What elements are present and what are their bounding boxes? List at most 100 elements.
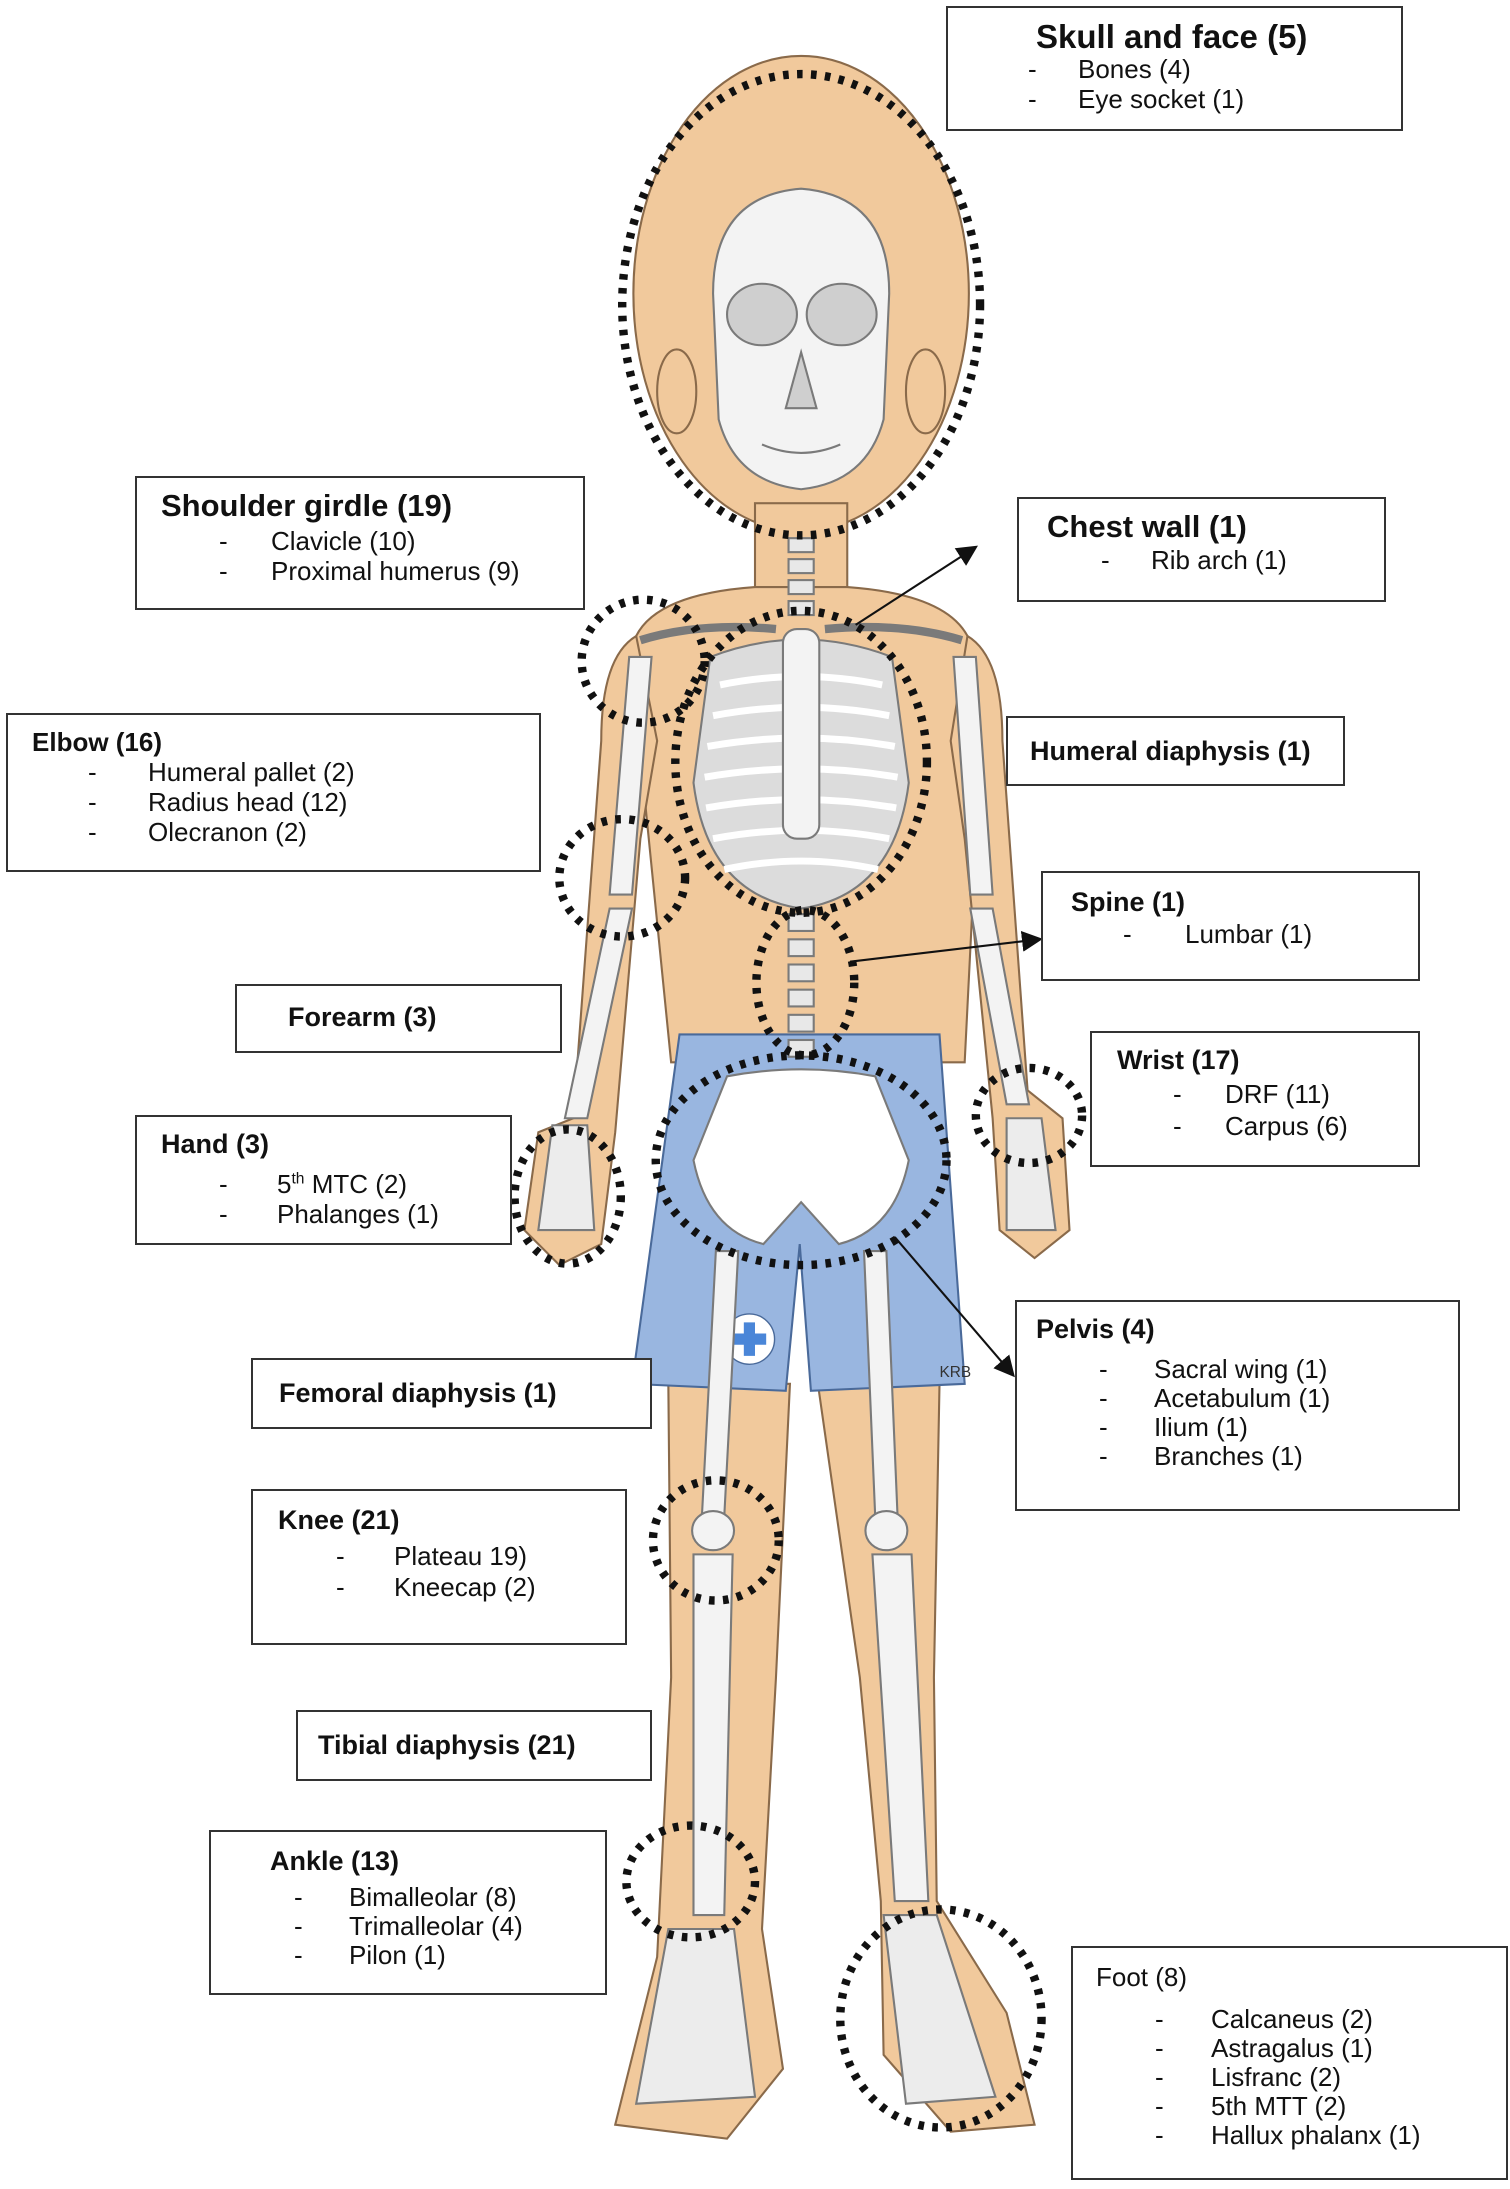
wrist-title: Wrist (17) (1117, 1045, 1240, 1075)
knee-highlight (648, 1476, 783, 1605)
right-forearm-bones (969, 907, 1031, 1106)
list-item: -Proximal humerus (9) (219, 556, 520, 586)
right-foot-bones (882, 1913, 997, 2105)
chest-wall-title: Chest wall (1) (1047, 509, 1247, 544)
left-eye-socket (725, 282, 798, 347)
list-item: -Lisfranc (2) (1155, 2062, 1342, 2092)
pelvis-list: -Sacral wing (1) -Acetabulum (1) -Ilium … (1099, 1354, 1331, 1471)
right-patella (864, 1510, 909, 1552)
right-hand-bones (1005, 1117, 1057, 1232)
left-ear (656, 348, 698, 435)
spine-title: Spine (1) (1071, 887, 1186, 917)
spine-label-box: Spine (1) -Lumbar (1) (1041, 871, 1420, 981)
nasal-cavity (784, 348, 818, 410)
ankle-title: Ankle (13) (270, 1846, 400, 1876)
knee-list: -Plateau 19) -Kneecap (2) (336, 1541, 536, 1603)
right-clavicle (824, 622, 964, 645)
hand-label-box: Hand (3) -5th MTC (2) -Phalanges (1) (135, 1115, 512, 1245)
list-item: -Bones (4) (1028, 54, 1191, 84)
teeth (761, 443, 841, 454)
tibial-diaphysis-title: Tibial diaphysis (21) (318, 1730, 576, 1760)
list-item: -Phalanges (1) (219, 1199, 439, 1229)
list-item: -Clavicle (10) (219, 526, 416, 556)
list-item: -Carpus (6) (1173, 1111, 1348, 1141)
knee-title: Knee (21) (278, 1505, 400, 1535)
shoulder-girdle-label-box: Shoulder girdle (19) -Clavicle (10) -Pro… (135, 476, 585, 610)
list-item: -Rib arch (1) (1101, 545, 1287, 575)
spine-list: -Lumbar (1) (1123, 919, 1312, 949)
list-item: -Plateau 19) (336, 1541, 527, 1571)
skull-highlight (618, 69, 985, 540)
list-item: -Ilium (1) (1099, 1412, 1248, 1442)
humeral-diaphysis-title: Humeral diaphysis (1) (1030, 736, 1311, 766)
right-humerus (952, 655, 994, 896)
lumbar-highlight (752, 905, 859, 1060)
left-clavicle (639, 622, 777, 645)
elbow-highlight (555, 814, 690, 941)
pelvis-title: Pelvis (4) (1036, 1314, 1155, 1344)
elbow-label-box: Elbow (16) -Humeral pallet (2) -Radius h… (6, 713, 541, 872)
hand-list: -5th MTC (2) -Phalanges (1) (219, 1169, 439, 1229)
list-item: -Acetabulum (1) (1099, 1383, 1331, 1413)
shoulder-highlight (577, 595, 709, 727)
femoral-diaphysis-title: Femoral diaphysis (1) (279, 1378, 557, 1408)
list-item: -Hallux phalanx (1) (1155, 2120, 1421, 2150)
right-tibia (871, 1553, 930, 1903)
knee-label-box: Knee (21) -Plateau 19) -Kneecap (2) (251, 1489, 627, 1645)
list-item: -Lumbar (1) (1123, 919, 1313, 949)
skull-face-label-box: Skull and face (5) -Bones (4) -Eye socke… (946, 6, 1403, 131)
list-item: -Bimalleolar (8) (294, 1882, 517, 1912)
list-item: -Eye socket (1) (1028, 84, 1245, 114)
left-foot-bones (634, 1927, 757, 2105)
list-item: -Astragalus (1) (1155, 2033, 1373, 2063)
injury-highlights (510, 69, 1087, 2132)
list-item: -Branches (1) (1099, 1441, 1303, 1471)
list-item: -Pilon (1) (294, 1940, 446, 1970)
list-item: -5th MTT (2) (1155, 2091, 1347, 2121)
right-ear (904, 348, 947, 435)
forearm-label-box: Forearm (3) (235, 984, 562, 1053)
wrist-highlight (971, 1063, 1087, 1168)
skull (712, 187, 891, 491)
spine-arrow (849, 930, 1043, 963)
pelvis-highlight (651, 1051, 951, 1270)
elbow-title: Elbow (16) (32, 727, 163, 757)
foot-title: Foot (8) (1096, 1962, 1188, 1992)
chest-highlight (671, 606, 932, 917)
ankle-highlight (622, 1821, 760, 1942)
shoulder-girdle-title: Shoulder girdle (19) (161, 488, 453, 523)
pelvis-label-box: Pelvis (4) -Sacral wing (1) -Acetabulum … (1015, 1300, 1460, 1511)
right-eye-socket (805, 282, 878, 347)
list-item: -Kneecap (2) (336, 1572, 536, 1602)
list-item: -Humeral pallet (2) (88, 757, 355, 787)
artist-signature: KRB (940, 1364, 972, 1381)
list-item: -Sacral wing (1) (1099, 1354, 1328, 1384)
foot-highlight (836, 1905, 1046, 2132)
forearm-title: Forearm (3) (288, 1002, 437, 1032)
cross-icon (732, 1322, 767, 1356)
list-item: -DRF (11) (1173, 1079, 1330, 1109)
chest-wall-arrow (855, 545, 978, 626)
chest-wall-label-box: Chest wall (1) -Rib arch (1) (1017, 497, 1386, 602)
foot-list: -Calcaneus (2) -Astragalus (1) -Lisfranc… (1155, 2004, 1421, 2150)
pelvis-bone (692, 1068, 910, 1246)
hand-highlight (510, 1125, 626, 1268)
list-item: -Trimalleolar (4) (294, 1911, 523, 1941)
ankle-list: -Bimalleolar (8) -Trimalleolar (4) -Pilo… (294, 1882, 523, 1970)
left-forearm-bones (563, 907, 634, 1120)
list-item: -Radius head (12) (88, 787, 348, 817)
leader-arrows (849, 545, 1043, 1378)
list-item: -Calcaneus (2) (1155, 2004, 1373, 2034)
sternum (781, 627, 821, 840)
wrist-list: -DRF (11) -Carpus (6) (1173, 1079, 1348, 1143)
right-leg (816, 1382, 1036, 2133)
tibial-diaphysis-label-box: Tibial diaphysis (21) (296, 1710, 652, 1781)
humeral-diaphysis-label-box: Humeral diaphysis (1) (1006, 716, 1345, 786)
femoral-diaphysis-label-box: Femoral diaphysis (1) (251, 1358, 652, 1429)
wrist-label-box: Wrist (17) -DRF (11) -Carpus (6) (1090, 1031, 1420, 1167)
ankle-label-box: Ankle (13) -Bimalleolar (8) -Trimalleola… (209, 1830, 607, 1995)
skeleton (537, 187, 1057, 2105)
hand-title: Hand (3) (161, 1129, 269, 1159)
list-item: -Olecranon (2) (88, 817, 307, 847)
